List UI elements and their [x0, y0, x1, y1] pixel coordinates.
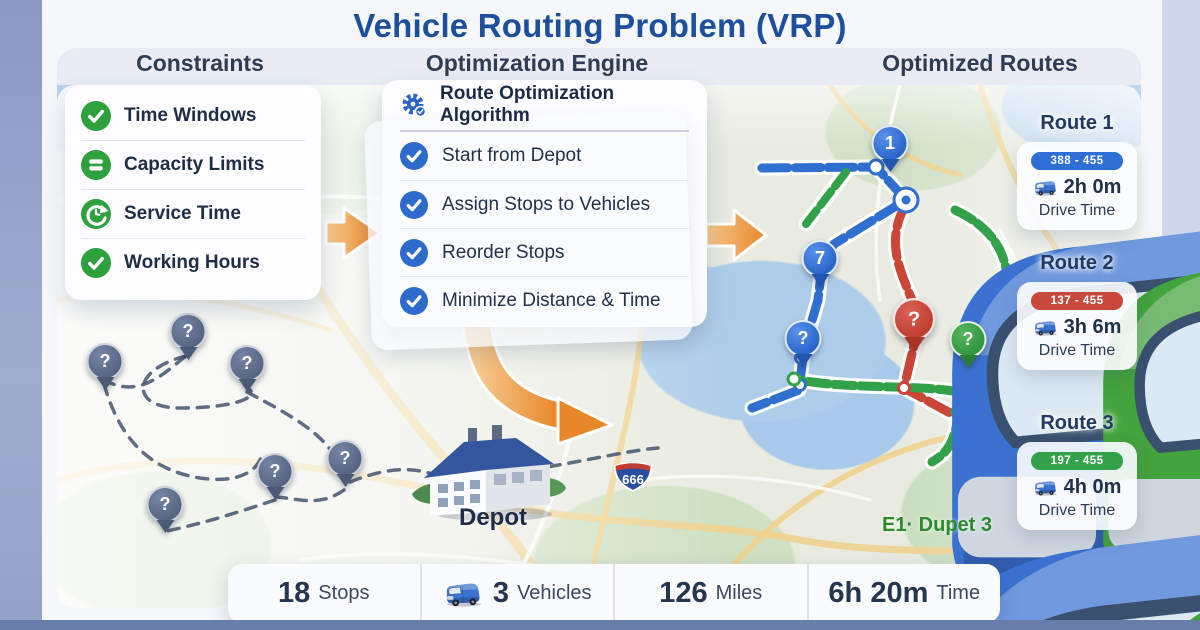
check-icon — [81, 248, 111, 278]
route-duration-row: 4h 0m — [1021, 476, 1133, 499]
engine-step-row: Assign Stops to Vehicles — [400, 180, 689, 228]
constraint-row: Service Time — [81, 189, 305, 238]
column-header-constraints: Constraints — [136, 50, 264, 76]
stat-label: Vehicles — [517, 582, 592, 604]
stat-stops: 18 Stops — [228, 564, 420, 623]
secondary-depot-label: E1· Dupet 3 — [881, 514, 993, 536]
constraint-row: Working Hours — [81, 238, 305, 287]
check-icon — [400, 238, 428, 267]
right-edge-band — [1162, 0, 1200, 630]
engine-step-label: Reorder Stops — [442, 241, 565, 263]
route-duration-value: 2h 0m — [1063, 176, 1122, 198]
stat-label: Time — [936, 582, 981, 604]
engine-header-label: Route Optimization Algorithm — [440, 83, 615, 126]
stat-label: Miles — [715, 582, 763, 604]
engine-step-label: Assign Stops to Vehicles — [442, 193, 651, 215]
service-time-icon — [81, 199, 111, 229]
page-title: Vehicle Routing Problem (VRP) — [353, 7, 847, 44]
route-badge: 388 - 455 — [1031, 152, 1123, 170]
engine-step-label: Start from Depot — [442, 145, 582, 166]
van-icon — [1033, 479, 1059, 496]
constraint-label: Capacity Limits — [124, 154, 265, 175]
stat-value: 126 — [659, 577, 708, 609]
route-title: Route 3 — [1040, 412, 1114, 434]
van-icon — [1033, 179, 1059, 196]
constraint-label: Working Hours — [124, 252, 260, 273]
route-duration-row: 2h 0m — [1021, 176, 1133, 199]
check-icon — [400, 286, 428, 315]
engine-step-row: Minimize Distance & Time — [400, 276, 689, 324]
van-icon — [1033, 319, 1059, 336]
left-edge-band — [0, 0, 42, 630]
route-2-summary: Route 2 137 - 455 3h 6m Drive Time — [1017, 252, 1137, 370]
constraint-label: Time Windows — [124, 104, 257, 126]
constraints-card: Time Windows Capacity Limits Service Tim… — [65, 85, 321, 300]
van-icon — [443, 580, 485, 607]
route-caption: Drive Time — [1038, 202, 1116, 219]
route-duration-row: 3h 6m — [1021, 316, 1133, 339]
route-card: 137 - 455 3h 6m Drive Time — [1017, 282, 1137, 370]
route-3-summary: Route 3 197 - 455 4h 0m Drive Time — [1017, 412, 1137, 530]
stat-vehicles: 3 Vehicles — [419, 564, 614, 623]
route-duration-value: 4h 0m — [1063, 476, 1122, 498]
check-icon — [400, 190, 428, 219]
route-badge: 197 - 455 — [1031, 452, 1123, 470]
engine-step-row: Start from Depot — [400, 132, 689, 180]
route-badge: 137 - 455 — [1031, 292, 1123, 310]
stat-time: 6h 20m Time — [806, 564, 1001, 623]
check-icon — [81, 100, 111, 131]
route-card: 197 - 455 4h 0m Drive Time — [1017, 442, 1137, 530]
constraint-row: Time Windows — [81, 91, 305, 140]
route-duration-value: 3h 6m — [1063, 316, 1122, 338]
summary-stats-bar: 18 Stops 3 Vehicles 126 Miles 6h 20m Tim… — [228, 564, 1000, 623]
stat-miles: 126 Miles — [613, 564, 807, 623]
route-card: 388 - 455 2h 0m Drive Time — [1017, 142, 1137, 230]
engine-step-row: Reorder Stops — [400, 228, 689, 276]
engine-header: Route Optimization Algorithm — [400, 80, 689, 132]
stat-label: Stops — [318, 582, 370, 604]
column-header-routes: Optimized Routes — [882, 50, 1078, 76]
stat-value: 3 — [492, 577, 510, 609]
bottom-edge-band — [0, 620, 1200, 630]
route-1-summary: Route 1 388 - 455 2h 0m Drive Time — [1017, 112, 1137, 230]
capacity-icon — [81, 150, 111, 180]
stat-value: 18 — [278, 577, 311, 609]
route-caption: Drive Time — [1038, 342, 1116, 359]
stat-value: 6h 20m — [828, 577, 929, 609]
route-title: Route 2 — [1040, 252, 1114, 274]
route-title: Route 1 — [1040, 112, 1114, 134]
depot-label: Depot — [459, 504, 527, 531]
route-caption: Drive Time — [1038, 502, 1116, 519]
column-header-engine: Optimization Engine — [425, 50, 649, 76]
constraint-label: Service Time — [124, 203, 241, 224]
check-icon — [400, 142, 428, 170]
optimization-engine-card: Route Optimization Algorithm Start from … — [382, 80, 707, 327]
gear-icon — [402, 93, 427, 118]
constraint-row: Capacity Limits — [81, 140, 305, 189]
engine-step-label: Minimize Distance & Time — [442, 289, 661, 311]
